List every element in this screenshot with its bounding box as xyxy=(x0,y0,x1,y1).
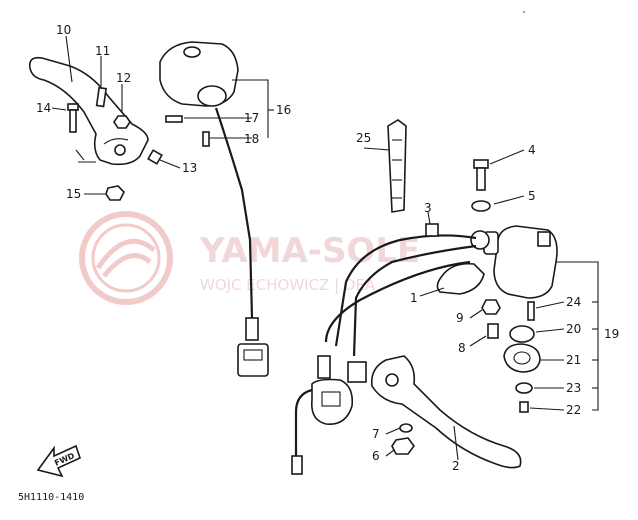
watermark-brand: YAMA-SOLE xyxy=(199,231,420,271)
right-handlebar-switch xyxy=(471,159,558,413)
watermark-subline: WOJC ECHOWICZ | DEA xyxy=(200,276,376,294)
throttle-cable-c xyxy=(324,260,471,343)
cable-end-d xyxy=(291,455,303,475)
washer-23 xyxy=(515,382,533,394)
callout-numbers: 10 11 12 14 13 15 17 18 16 25 4 5 3 1 9 … xyxy=(36,23,619,473)
nut-15 xyxy=(105,185,125,201)
diagram-code: 5H1110-1410 xyxy=(18,492,84,503)
throttle-cable-a xyxy=(334,234,477,347)
callout-16: 16 xyxy=(276,103,291,117)
clutch-lever-pivot-hole xyxy=(114,144,126,156)
washer-7 xyxy=(399,423,413,433)
switch-button xyxy=(183,46,201,58)
washer-5 xyxy=(471,200,491,212)
ring-20 xyxy=(509,325,535,343)
bolt-4-shank xyxy=(476,167,486,191)
callout-23: 23 xyxy=(566,381,581,395)
screw-22 xyxy=(519,401,529,413)
callout-9: 9 xyxy=(456,311,464,325)
callout-1: 1 xyxy=(410,291,418,305)
watermark: YAMA-SOLE WOJC ECHOWICZ | DEA xyxy=(79,211,420,305)
cable-junction-box xyxy=(310,378,354,425)
switch-button-top xyxy=(537,231,551,247)
callout-21: 21 xyxy=(566,353,581,367)
bolt-8 xyxy=(487,323,499,339)
callout-25: 25 xyxy=(356,131,371,145)
corner-mark xyxy=(523,11,525,13)
cable-tie-strap xyxy=(387,119,407,213)
brake-lever-2 xyxy=(370,355,522,469)
cable-tie-25 xyxy=(387,119,407,213)
left-handlebar-switch xyxy=(159,41,269,377)
cable-end-a xyxy=(347,361,367,383)
left-switch-wire xyxy=(214,107,254,319)
screw-13 xyxy=(147,149,163,165)
clutch-lever-cable-slot xyxy=(75,149,85,161)
callout-4: 4 xyxy=(528,143,536,157)
screw-24 xyxy=(527,301,535,321)
callout-15: 15 xyxy=(66,187,81,201)
nut-12 xyxy=(113,115,131,129)
nut-6 xyxy=(391,437,415,455)
cable-holder-1 xyxy=(436,262,485,295)
cable-adjuster xyxy=(470,230,490,250)
brake-lever-pivot xyxy=(385,373,399,387)
bolt-14-shank xyxy=(69,109,77,133)
bolt-14-head xyxy=(67,103,79,111)
watermark-logo-mark xyxy=(95,238,156,278)
bolt-4-head xyxy=(473,159,489,169)
forward-direction-arrow: FWD xyxy=(36,444,81,478)
cable-nut-3 xyxy=(425,223,439,237)
cable-d xyxy=(294,388,313,456)
screw-18 xyxy=(202,131,210,147)
left-switch-wire-sleeve xyxy=(245,317,259,341)
callout-19: 19 xyxy=(604,327,619,341)
clutch-lever-pivot xyxy=(103,138,129,145)
clutch-lever xyxy=(28,56,149,166)
callout-12: 12 xyxy=(116,71,131,85)
callout-2: 2 xyxy=(452,459,460,473)
brake-lever-assembly xyxy=(370,299,522,469)
leader-lines xyxy=(51,35,599,461)
callout-7: 7 xyxy=(372,427,380,441)
callout-3: 3 xyxy=(424,201,432,215)
screw-17 xyxy=(165,115,183,123)
callout-13: 13 xyxy=(182,161,197,175)
throttle-grip-21 xyxy=(503,343,541,373)
callout-5: 5 xyxy=(528,189,536,203)
nut-9 xyxy=(481,299,501,315)
cable-sleeve-b xyxy=(317,355,331,379)
callout-24: 24 xyxy=(566,295,581,309)
callout-10: 10 xyxy=(56,23,71,37)
callout-20: 20 xyxy=(566,322,581,336)
throttle-cables xyxy=(291,223,490,475)
callout-8: 8 xyxy=(458,341,466,355)
throttle-cable-b xyxy=(352,244,477,357)
watermark-logo-inner xyxy=(91,223,161,293)
fwd-arrow-icon xyxy=(36,444,81,478)
callout-17: 17 xyxy=(244,111,259,125)
callout-14: 14 xyxy=(36,101,51,115)
bolt-11 xyxy=(95,86,107,108)
switch-clamp-bore xyxy=(197,85,227,107)
callout-11: 11 xyxy=(95,44,110,58)
clutch-lever-assembly xyxy=(28,56,163,201)
callout-22: 22 xyxy=(566,403,581,417)
callout-18: 18 xyxy=(244,132,259,146)
callout-6: 6 xyxy=(372,449,380,463)
watermark-logo-ring xyxy=(79,211,173,305)
